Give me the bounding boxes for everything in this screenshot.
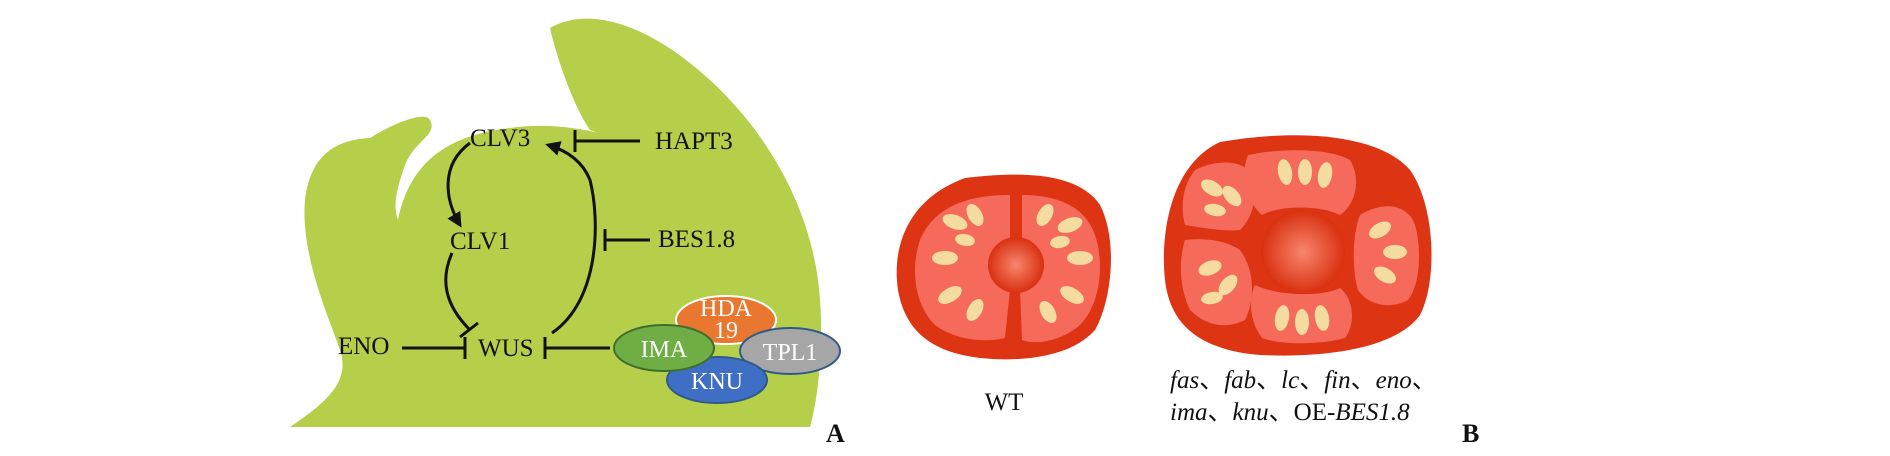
tomato-wt-seeds: [932, 204, 1093, 323]
node-clv3: CLV3: [470, 125, 530, 152]
oe-prefix: OE-: [1294, 399, 1336, 426]
panel-b: WT: [896, 135, 1479, 448]
gene-knu: knu: [1233, 399, 1269, 426]
tomato-mutant-core: [1261, 210, 1345, 294]
wt-caption: WT: [985, 389, 1024, 416]
tomato-mutant-locule-left-top: [1182, 162, 1254, 231]
node-hapt3: HAPT3: [655, 128, 733, 155]
gene-fas: fas: [1170, 367, 1199, 394]
tomato-mutant-seeds: [1198, 159, 1407, 335]
gene-fin: fin: [1324, 367, 1350, 394]
mutant-caption-line2: ima、knu、OE-BES1.8: [1170, 399, 1410, 426]
node-wus: WUS: [478, 335, 534, 362]
tomato-wt-core: [988, 237, 1044, 293]
sep-6: 、: [1208, 399, 1233, 426]
tomato-mutant-locule-left-bottom: [1180, 239, 1252, 326]
node-eno: ENO: [338, 333, 389, 360]
tomato-mutant-locule-top: [1244, 150, 1357, 215]
ima-ellipse: [613, 324, 715, 372]
tomato-wt-locule-left: [915, 195, 1010, 341]
hda19-label-line2: 19: [714, 318, 738, 344]
knu-label: KNU: [691, 369, 743, 395]
edge-clv1-inhibits-wus: [444, 252, 472, 332]
mutant-caption-line1: fas、fab、lc、fin、eno、: [1170, 367, 1437, 394]
tpl1-ellipse: [739, 327, 841, 375]
tpl1-label: TPL1: [763, 340, 818, 366]
network-edges: [402, 130, 650, 359]
panel-a-letter: A: [826, 419, 845, 448]
repressor-complex: HDA 19 TPL1 KNU IMA: [613, 295, 841, 404]
ima-label: IMA: [641, 337, 688, 363]
edge-wus-to-clv3: [545, 141, 597, 335]
knu-ellipse: [666, 356, 768, 404]
sep-1: 、: [1199, 367, 1224, 394]
gene-fab: fab: [1224, 367, 1256, 394]
gene-lc: lc: [1281, 367, 1299, 394]
sep-5: 、: [1412, 367, 1437, 394]
edge-clv3-to-clv1: [446, 141, 471, 228]
gene-eno: eno: [1376, 367, 1412, 394]
edge-clv1-inhibits-wus-bar: [459, 321, 479, 339]
sep-2: 、: [1256, 367, 1281, 394]
tomato-mutant: [1163, 135, 1432, 356]
panel-a: CLV3 CLV1 WUS ENO HAPT3 BES1.8 HDA 19 TP…: [290, 18, 845, 448]
node-clv1: CLV1: [450, 228, 510, 255]
tomato-wt: [896, 174, 1111, 360]
gene-bes18: BES1.8: [1335, 399, 1410, 426]
sep-7: 、: [1269, 399, 1294, 426]
node-bes18: BES1.8: [658, 226, 735, 253]
hda19-label-line1: HDA: [700, 296, 753, 322]
sep-3: 、: [1299, 367, 1324, 394]
sep-4: 、: [1351, 367, 1376, 394]
panel-b-letter: B: [1462, 419, 1479, 448]
gene-ima: ima: [1170, 399, 1208, 426]
